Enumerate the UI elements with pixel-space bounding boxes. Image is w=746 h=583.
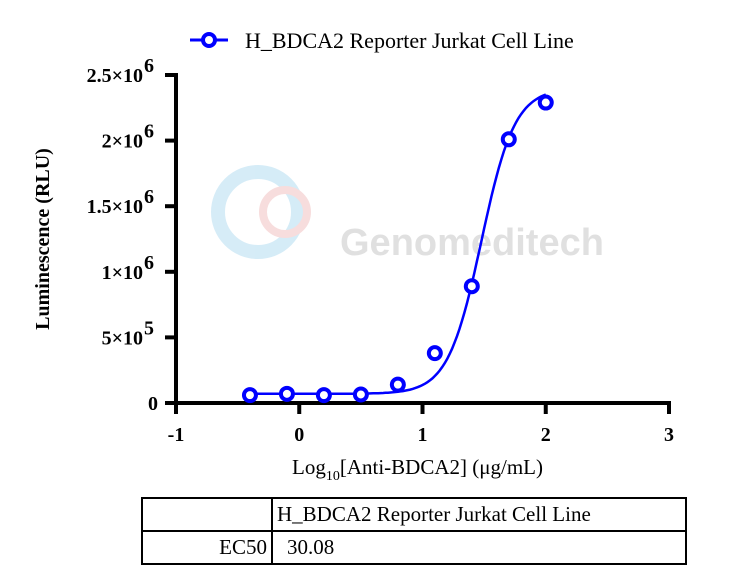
data-point: [426, 345, 443, 362]
y-tick-label: 0: [148, 393, 158, 415]
y-tick-exponent: 6: [144, 121, 154, 143]
data-point: [352, 386, 369, 403]
ec50-table: H_BDCA2 Reporter Jurkat Cell Line EC50 3…: [141, 497, 687, 565]
y-axis-title: Luminescence (RLU): [32, 148, 54, 330]
x-tick-label: 0: [294, 424, 304, 446]
table-header-row: H_BDCA2 Reporter Jurkat Cell Line: [141, 497, 687, 532]
x-tick-label: 2: [541, 424, 551, 446]
data-point: [278, 385, 295, 402]
legend-marker: [201, 32, 217, 48]
data-point: [315, 387, 332, 404]
data-point: [241, 387, 258, 404]
x-tick-label: -1: [168, 424, 185, 446]
y-tick-exponent: 6: [144, 252, 154, 274]
y-tick-exponent: 6: [144, 186, 154, 208]
data-point: [389, 376, 406, 393]
ec50-label: EC50: [141, 530, 273, 565]
x-tick-label: 3: [664, 424, 674, 446]
y-tick-label: 1×10: [102, 262, 143, 284]
x-axis-title: Log10[Anti-BDCA2] (μg/mL): [292, 455, 543, 484]
y-tick-label: 5×10: [102, 327, 143, 349]
legend-label: H_BDCA2 Reporter Jurkat Cell Line: [245, 28, 574, 53]
ec50-value: 30.08: [271, 530, 687, 565]
y-tick-label: 2.5×10: [87, 65, 143, 87]
data-point: [537, 94, 554, 111]
y-tick-label: 2×10: [102, 131, 143, 153]
table-header-cell: H_BDCA2 Reporter Jurkat Cell Line: [271, 497, 687, 532]
x-tick-label: 1: [418, 424, 428, 446]
table-corner-cell: [141, 497, 273, 532]
y-tick-label: 1.5×10: [87, 196, 143, 218]
table-row: EC50 30.08: [141, 530, 687, 565]
y-tick-exponent: 5: [144, 317, 154, 339]
watermark-text: Genomeditech: [340, 222, 604, 264]
y-tick-exponent: 6: [144, 55, 154, 77]
watermark-logo: Genomeditech: [211, 165, 604, 264]
data-point: [500, 131, 517, 148]
data-point: [463, 278, 480, 295]
